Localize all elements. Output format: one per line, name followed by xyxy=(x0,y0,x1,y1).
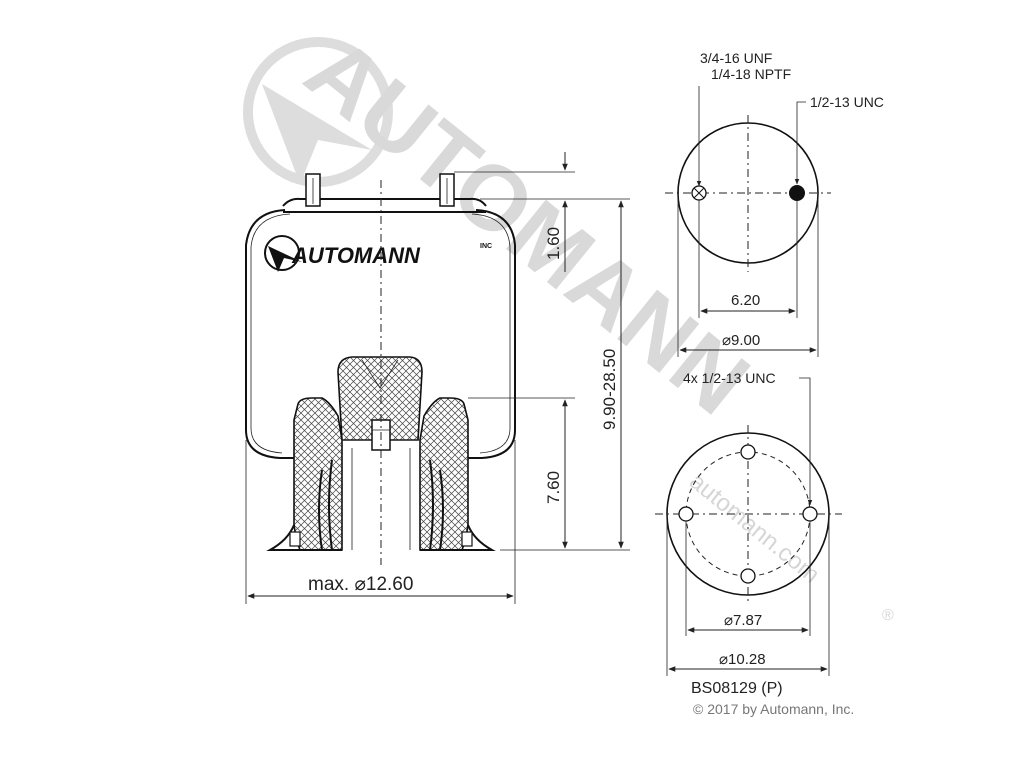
bolt-hole-icon xyxy=(802,506,818,522)
bellow-logo: AUTOMANN INC xyxy=(264,235,492,272)
callout-holes: 4x 1/2-13 UNC xyxy=(683,370,776,386)
top-bead-plate xyxy=(282,173,487,213)
piston-right-wall xyxy=(419,397,469,551)
logo-circle-icon xyxy=(264,235,300,271)
dim-bottom-diameter-label: ⌀10.28 xyxy=(719,651,766,668)
bumper xyxy=(337,356,423,441)
dim-stud-spacing-label: 6.20 xyxy=(731,292,760,309)
stud-icon xyxy=(789,185,805,201)
dim-top-offset-label: 1.60 xyxy=(544,227,563,260)
watermark-registered: ® xyxy=(882,607,894,624)
callout-inlet-line2: 1/4-18 NPTF xyxy=(711,66,791,82)
dim-top-diameter-label: ⌀9.00 xyxy=(722,332,760,349)
top-plate-view: 3/4-16 UNF 1/4-18 NPTF 1/2-13 UNC 6.20 ⌀… xyxy=(665,50,884,357)
piston-inner-ribs xyxy=(318,439,444,551)
rubber-bellow xyxy=(245,209,516,459)
side-view: AUTOMANN INC 9.90-28.50 xyxy=(245,152,630,604)
dim-max-diameter-label: max. ⌀12.60 xyxy=(308,574,413,595)
watermark-arrow-icon xyxy=(262,84,372,184)
part-number: BS08129 (P) xyxy=(691,680,783,697)
dim-bolt-circle-label: ⌀7.87 xyxy=(724,612,762,629)
dim-top-offset: 1.60 xyxy=(454,152,575,272)
dim-piston-height-label: 7.60 xyxy=(544,471,563,504)
bolt-hole-icon xyxy=(678,506,694,522)
bottom-plate-view: 4x 1/2-13 UNC ⌀7.87 ⌀10.28 xyxy=(655,370,842,676)
logo-text: AUTOMANN xyxy=(291,243,421,268)
bolt-hole-icon xyxy=(740,568,756,584)
logo-arrow-icon xyxy=(268,246,302,272)
inlet-fitting-icon xyxy=(691,185,707,201)
watermark-url: automann.com xyxy=(684,468,824,589)
dim-overall-height-label: 9.90-28.50 xyxy=(600,349,619,430)
dim-max-diameter: max. ⌀12.60 xyxy=(245,440,516,604)
dim-piston-height: 7.60 xyxy=(468,397,575,549)
bolt-hole-icon xyxy=(740,444,756,460)
callout-inlet-line1: 3/4-16 UNF xyxy=(700,50,772,66)
piston-left-wall xyxy=(293,397,343,551)
logo-suffix: INC xyxy=(480,243,492,250)
dim-overall-height: 9.90-28.50 xyxy=(480,198,630,551)
callout-stud: 1/2-13 UNC xyxy=(810,94,884,110)
copyright: © 2017 by Automann, Inc. xyxy=(693,701,854,717)
